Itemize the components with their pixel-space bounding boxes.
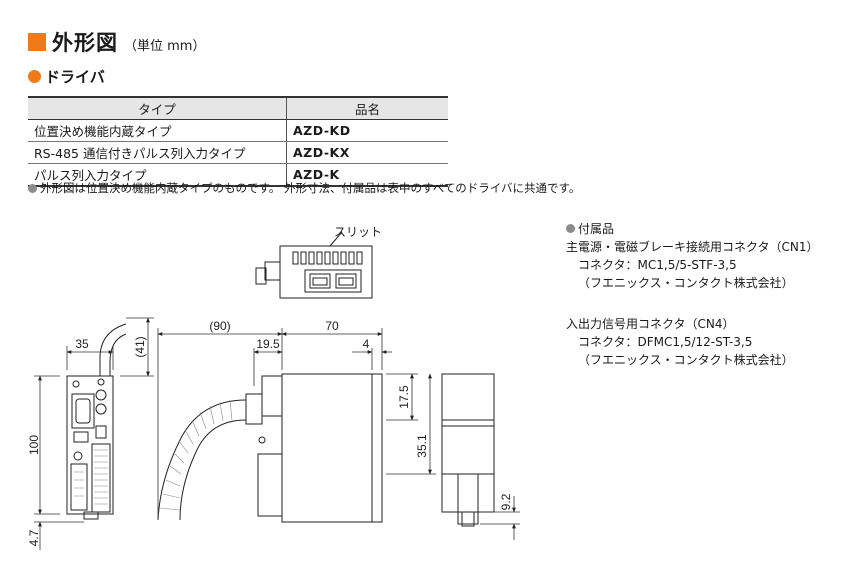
dim-upper-height: 17.5 (397, 385, 411, 409)
rear-view (441, 373, 495, 527)
row-model: AZD-KX (286, 141, 448, 164)
top-view (255, 231, 373, 299)
page-heading: 外形図 （単位 mm） (28, 30, 206, 55)
dimension-lines (34, 317, 520, 550)
cn1-name: 主電源・電磁ブレーキ接続用コネクタ（CN1） (566, 240, 819, 254)
dim-mid-height: 35.1 (415, 434, 429, 458)
side-cable-hatch (159, 399, 233, 511)
note-text: 外形図は位置決め機能内蔵タイプのものです。 外形寸法、付属品は表中のすべてのドラ… (40, 181, 581, 195)
dim-rear-offset: 4 (363, 337, 370, 351)
side-view (157, 373, 383, 523)
dim-connector-protrusion: 19.5 (256, 337, 280, 351)
table-row: RS-485 通信付きパルス列入力タイプ AZD-KX (28, 141, 448, 164)
cn4-name: 入出力信号用コネクタ（CN4） (566, 317, 735, 331)
front-view (66, 323, 127, 520)
dim-front-height: 100 (27, 435, 41, 455)
rj45-ports (304, 269, 362, 293)
gray-bullet-icon (28, 183, 37, 193)
row-type: パルス列入力タイプ (28, 163, 287, 187)
table-row: 位置決め機能内蔵タイプ AZD-KD (28, 119, 448, 142)
table-row: パルス列入力タイプ AZD-K (28, 163, 448, 187)
cn1-connector: コネクタ：MC1,5/5-STF-3,5 (578, 258, 737, 272)
heading-unit: （単位 mm） (124, 38, 206, 54)
dim-depth: 70 (325, 319, 339, 333)
dim-bottom-offset: 4.7 (27, 529, 41, 546)
front-grid (74, 449, 108, 505)
row-model: AZD-K (286, 163, 448, 187)
section-heading: ドライバ (28, 66, 105, 87)
top-connector (264, 261, 281, 281)
cn1-maker: （フエニックス・コンタクト株式会社） (578, 276, 794, 290)
row-type: 位置決め機能内蔵タイプ (28, 119, 287, 142)
accessories-cn4: 入出力信号用コネクタ（CN4） コネクタ：DFMC1,5/12-ST-3,5 （… (566, 315, 794, 369)
accessories-title: 付属品 (566, 220, 819, 238)
header-model: 品名 (286, 96, 448, 120)
common-note: 外形図は位置決め機能内蔵タイプのものです。 外形寸法、付属品は表中のすべてのドラ… (28, 180, 580, 196)
dim-clip-height: 9.2 (499, 493, 513, 510)
type-model-table: タイプ 品名 位置決め機能内蔵タイプ AZD-KD RS-485 通信付きパルス… (28, 96, 448, 187)
row-model: AZD-KD (286, 119, 448, 142)
dim-cable-length: (90) (209, 319, 230, 333)
header-type: タイプ (28, 96, 287, 120)
orange-dot-icon (28, 70, 41, 83)
cn4-connector: コネクタ：DFMC1,5/12-ST-3,5 (578, 335, 753, 349)
section-title: ドライバ (45, 68, 105, 86)
accessories-cn1: 付属品 主電源・電磁ブレーキ接続用コネクタ（CN1） コネクタ：MC1,5/5-… (566, 220, 819, 292)
dim-front-width: 35 (75, 337, 89, 351)
table-header-row: タイプ 品名 (28, 96, 448, 120)
row-type: RS-485 通信付きパルス列入力タイプ (28, 141, 287, 164)
slit-array (292, 251, 363, 265)
orange-square-icon (28, 33, 46, 51)
heading-title: 外形図 (52, 31, 118, 55)
gray-bullet-icon (566, 224, 575, 233)
cn4-maker: （フエニックス・コンタクト株式会社） (578, 353, 794, 367)
slit-label: スリット (334, 225, 382, 239)
dim-cable-bend: (41) (133, 336, 147, 357)
